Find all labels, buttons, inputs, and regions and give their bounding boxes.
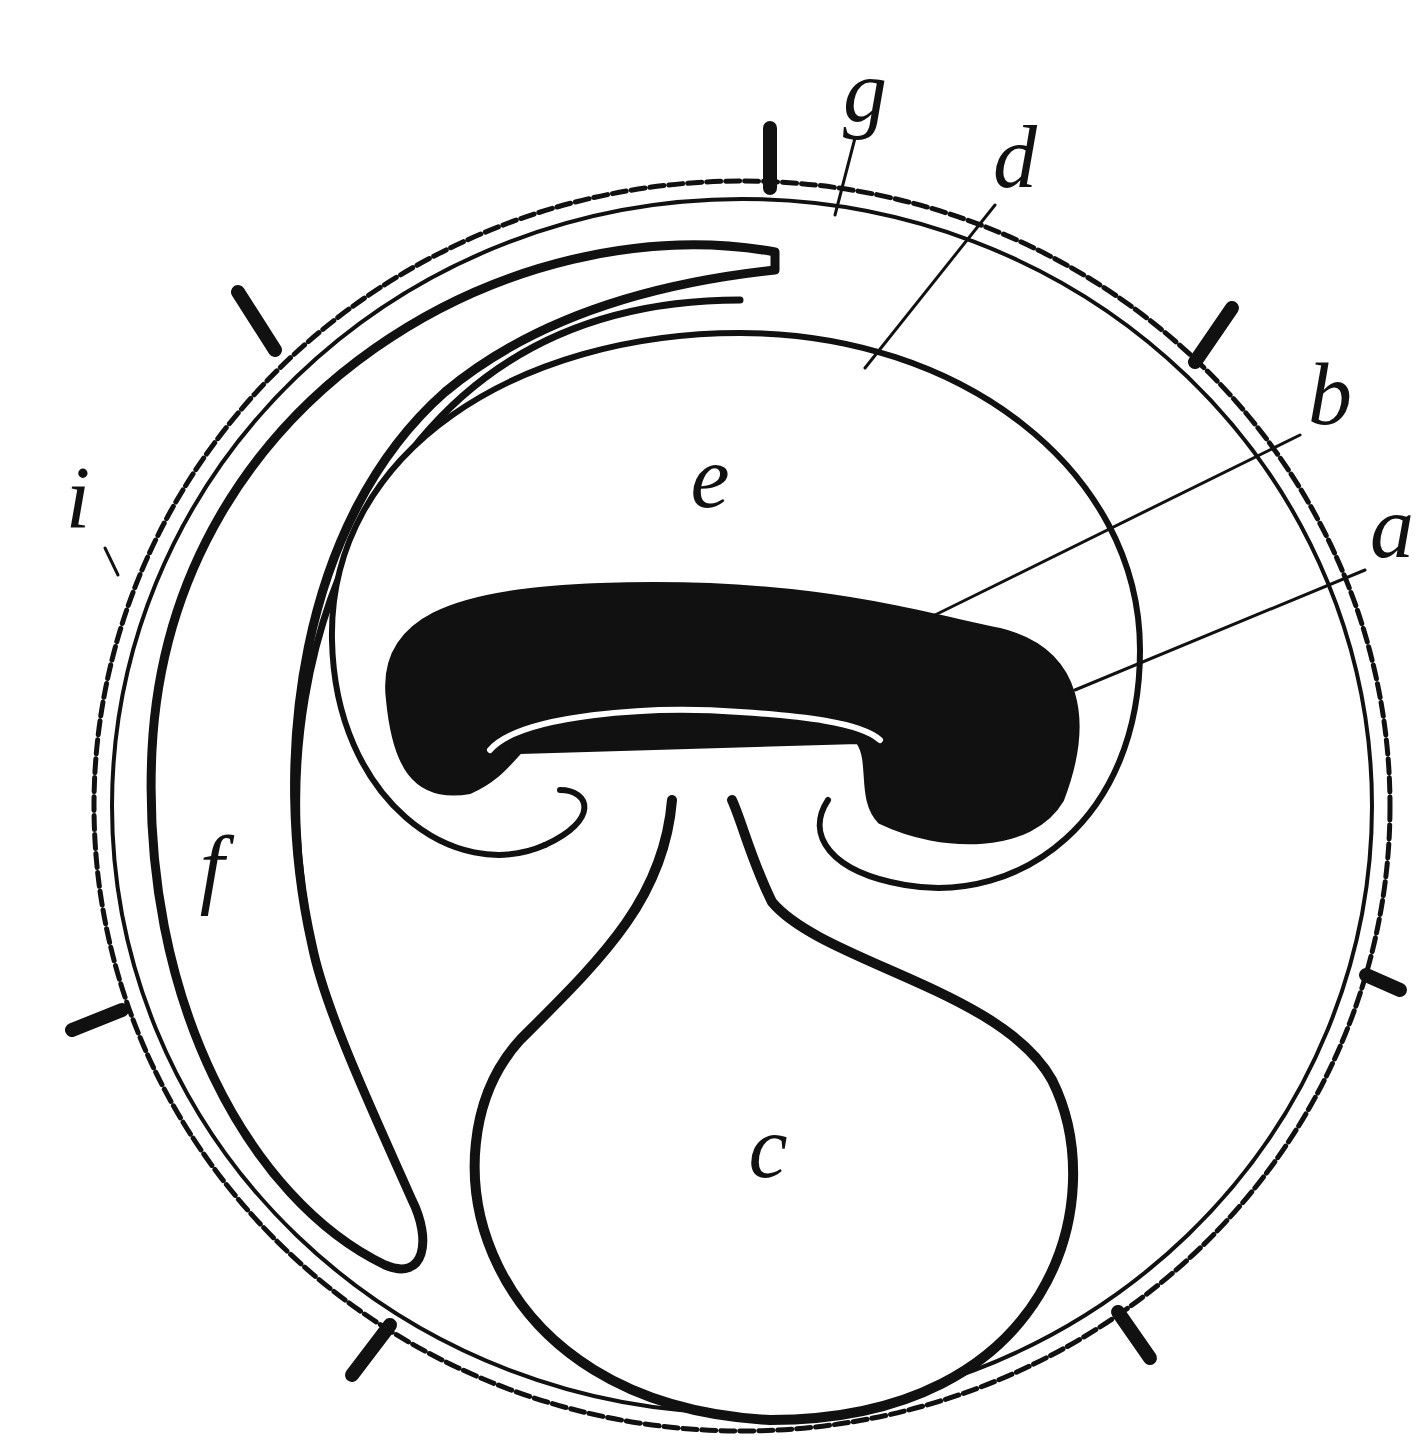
part-letter: d — [993, 114, 1037, 202]
part-letter: g — [843, 48, 887, 136]
part-letter: c — [748, 1104, 787, 1192]
part-letter: a — [1370, 484, 1414, 572]
part-letter: f — [200, 824, 224, 912]
part-letter: e — [690, 434, 729, 522]
chorion-outer — [94, 181, 1390, 1431]
yolk-sac — [475, 800, 1073, 1420]
part-letter: i — [66, 454, 90, 542]
leader-lines — [105, 138, 1365, 690]
part-letter: b — [1308, 351, 1352, 439]
